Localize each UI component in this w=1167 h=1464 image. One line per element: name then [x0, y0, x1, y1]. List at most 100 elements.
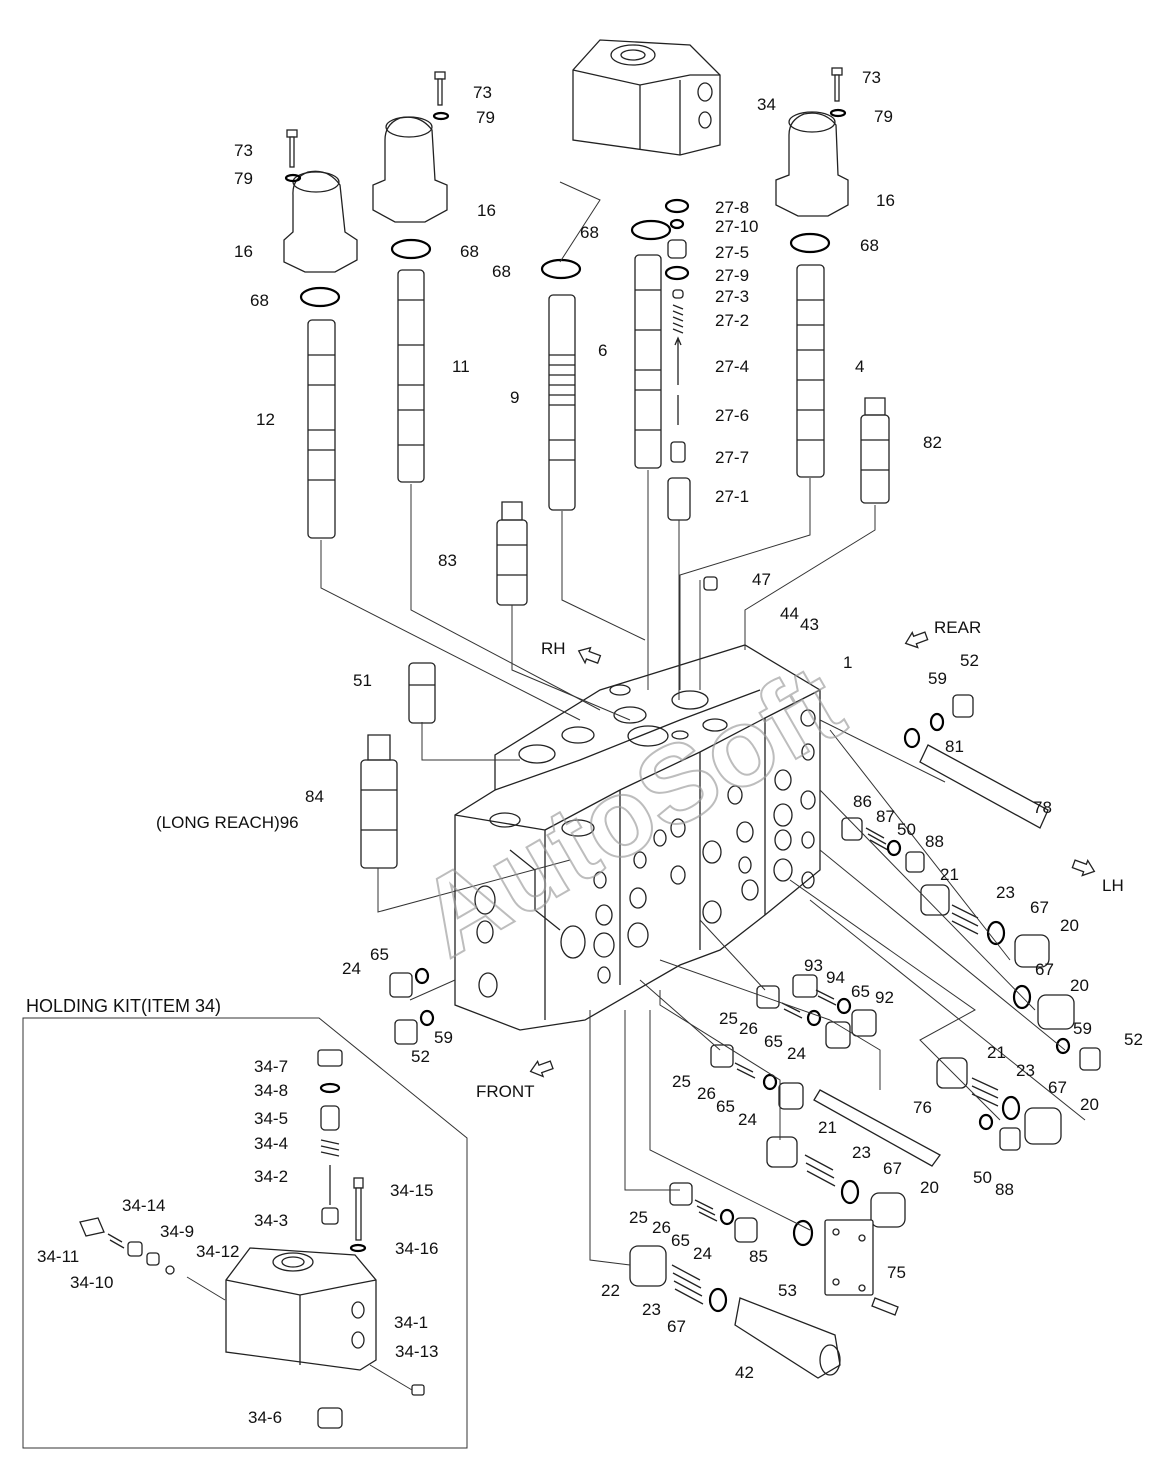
callout-label-79: 76 — [913, 1098, 932, 1117]
callout-label-84: 67 — [883, 1159, 902, 1178]
kit-callout-label-3: 34-4 — [254, 1134, 288, 1153]
callout-label-68: 24 — [787, 1044, 806, 1063]
callout-label-73: 26 — [697, 1084, 716, 1103]
callout-label-75: 65 — [716, 1097, 735, 1116]
callout-label-9: 68 — [460, 242, 479, 261]
kit-callout-label-5: 34-15 — [390, 1181, 433, 1200]
callout-label-4: 4 — [855, 357, 864, 376]
rear-arrow-icon — [904, 630, 929, 649]
spool-assemblies — [283, 39, 890, 869]
callout-label-18: 27-10 — [715, 217, 758, 236]
kit-callout-label-15: 34-6 — [248, 1408, 282, 1427]
callout-label-30: 27-1 — [715, 487, 749, 506]
callout-label-46: 87 — [876, 807, 895, 826]
callout-label-33: 44 — [780, 604, 799, 623]
callout-label-89: 24 — [693, 1244, 712, 1263]
holding-kit-title: HOLDING KIT(ITEM 34) — [26, 996, 221, 1016]
callout-label-56: 24 — [342, 959, 361, 978]
main-control-valve-body — [454, 644, 821, 1031]
callout-label-48: 88 — [925, 832, 944, 851]
callout-label-16: 34 — [757, 95, 776, 114]
callout-label-74: 23 — [1016, 1061, 1035, 1080]
callout-label-87: 26 — [652, 1218, 671, 1237]
callout-label-72: FRONT — [476, 1082, 535, 1101]
callout-label-57: 94 — [826, 968, 845, 987]
callout-label-61: 92 — [875, 988, 894, 1007]
kit-callout-label-12: 34-10 — [70, 1273, 113, 1292]
callout-label-19: 68 — [580, 223, 599, 242]
callout-label-93: 22 — [601, 1281, 620, 1300]
callout-label-60: 20 — [1070, 976, 1089, 995]
callout-label-78: 20 — [1080, 1095, 1099, 1114]
callout-label-1: 79 — [874, 107, 893, 126]
callout-label-70: 21 — [987, 1043, 1006, 1062]
callout-label-77: 24 — [738, 1110, 757, 1129]
callout-label-32: 47 — [752, 570, 771, 589]
callout-label-85: 20 — [920, 1178, 939, 1197]
callout-label-42: 84 — [305, 787, 324, 806]
callout-label-53: 20 — [1060, 916, 1079, 935]
callout-label-41: 81 — [945, 737, 964, 756]
kit-callout-label-7: 34-14 — [122, 1196, 165, 1215]
callout-label-2: 16 — [876, 191, 895, 210]
callout-label-47: 50 — [897, 820, 916, 839]
callout-label-83: 23 — [852, 1143, 871, 1162]
callout-label-8: 16 — [477, 201, 496, 220]
callout-label-58: 67 — [1035, 960, 1054, 979]
callout-label-0: 73 — [862, 68, 881, 87]
callout-label-10: 11 — [452, 357, 470, 376]
callout-label-27: 9 — [510, 388, 519, 407]
kit-callout-label-6: 34-3 — [254, 1211, 288, 1230]
projection-lines — [320, 181, 1086, 1266]
kit-callout-label-4: 34-2 — [254, 1167, 288, 1186]
callout-label-88: 65 — [671, 1231, 690, 1250]
front-arrow-icon — [529, 1060, 554, 1078]
callout-label-94: 23 — [642, 1300, 661, 1319]
callout-label-63: 59 — [434, 1028, 453, 1047]
callout-labels: 73791668482737916681173791668123427-827-… — [156, 68, 1143, 1382]
callout-label-34: 43 — [800, 615, 819, 634]
callout-label-96: 42 — [735, 1363, 754, 1382]
callout-label-17: 27-8 — [715, 198, 749, 217]
callout-label-54: 65 — [370, 945, 389, 964]
callout-label-15: 12 — [256, 410, 275, 429]
callout-label-92: 75 — [887, 1263, 906, 1282]
kit-callout-label-1: 34-8 — [254, 1081, 288, 1100]
callout-label-59: 65 — [851, 982, 870, 1001]
callout-label-76: 67 — [1048, 1078, 1067, 1097]
callout-label-66: 59 — [1073, 1019, 1092, 1038]
callout-label-14: 68 — [250, 291, 269, 310]
callout-label-37: 1 — [843, 653, 852, 672]
callout-label-49: LH — [1102, 876, 1124, 895]
callout-label-39: 51 — [353, 671, 372, 690]
kit-callout-label-2: 34-5 — [254, 1109, 288, 1128]
callout-label-25: 6 — [598, 341, 607, 360]
callout-label-69: 52 — [411, 1047, 430, 1066]
callout-label-71: 25 — [672, 1072, 691, 1091]
callout-label-5: 82 — [923, 433, 942, 452]
callout-label-81: 50 — [973, 1168, 992, 1187]
callout-label-20: 27-5 — [715, 243, 749, 262]
callout-label-82: 88 — [995, 1180, 1014, 1199]
callout-label-95: 67 — [667, 1317, 686, 1336]
callout-label-65: 65 — [764, 1032, 783, 1051]
callout-label-6: 73 — [473, 83, 492, 102]
callout-label-43: (LONG REACH)96 — [156, 813, 299, 832]
callout-label-21: 68 — [492, 262, 511, 281]
orientation-arrows — [529, 630, 1096, 1078]
kit-callout-label-10: 34-12 — [196, 1242, 239, 1261]
holding-kit-panel — [22, 1017, 468, 1449]
kit-callout-label-13: 34-1 — [394, 1313, 428, 1332]
holding-kit-callout-labels: 34-734-834-534-434-234-1534-334-1434-934… — [37, 1057, 438, 1427]
callout-label-64: 26 — [739, 1019, 758, 1038]
callout-label-3: 68 — [860, 236, 879, 255]
callout-label-45: 86 — [853, 792, 872, 811]
kit-callout-label-9: 34-16 — [395, 1239, 438, 1258]
callout-label-28: 27-6 — [715, 406, 749, 425]
callout-label-29: 27-7 — [715, 448, 749, 467]
callout-label-12: 79 — [234, 169, 253, 188]
callout-label-50: 21 — [940, 865, 959, 884]
callout-label-13: 16 — [234, 242, 253, 261]
callout-label-35: RH — [541, 639, 566, 658]
